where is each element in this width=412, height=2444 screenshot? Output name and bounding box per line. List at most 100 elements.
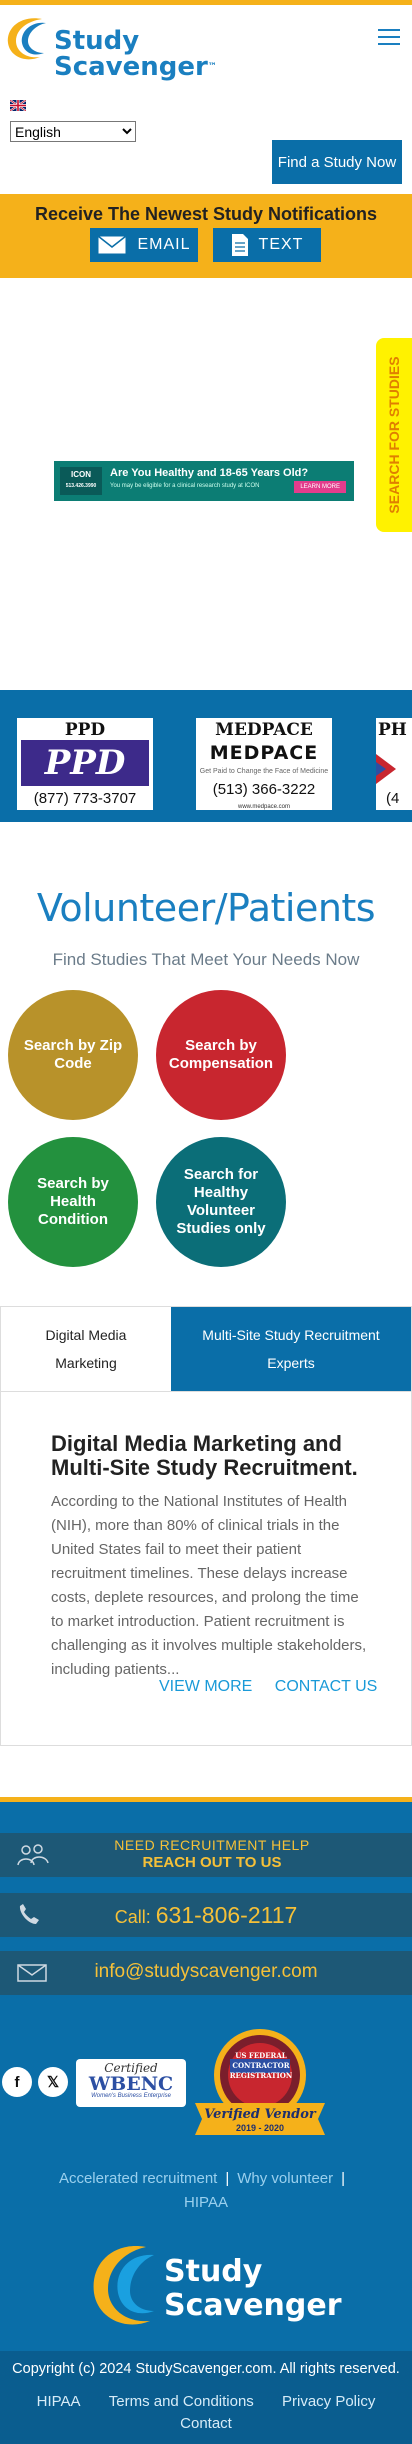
text-signup-label: TEXT xyxy=(258,236,304,253)
sponsor-phone: (877) 773-3707 xyxy=(33,790,137,807)
email-address: info@studyscavenger.com xyxy=(94,1961,318,1982)
ad-cta-button[interactable]: LEARN MORE xyxy=(294,481,346,493)
email-signup-button[interactable]: EMAIL xyxy=(90,228,198,262)
site-header: Study Scavenger™ xyxy=(0,5,412,85)
uk-flag-icon xyxy=(9,99,27,112)
sponsor-phone: (4 xyxy=(386,790,400,807)
badge-years-text: 2019 - 2020 xyxy=(235,2123,285,2133)
badge-top-text: US FEDERAL CONTRACTOR REGISTRATION xyxy=(229,2051,293,2080)
contact-us-link[interactable]: CONTACT US xyxy=(274,1678,378,1695)
sponsor-tagline: Get Paid to Change the Face of Medicine xyxy=(199,768,329,775)
tab-label: Digital Media Marketing xyxy=(45,1327,127,1371)
call-text: Call: 631-806-2117 xyxy=(0,1902,412,1929)
vendor-seal-icon xyxy=(195,2029,325,2135)
legal-links: HIPAA Terms and Conditions Privacy Polic… xyxy=(0,2393,412,2410)
hamburger-icon[interactable] xyxy=(378,29,400,47)
tab-digital-media[interactable]: Digital Media Marketing xyxy=(1,1307,171,1391)
wbenc-mark: WBENC xyxy=(88,2073,174,2095)
envelope-icon xyxy=(97,235,127,255)
ad-subtext: You may be eligible for a clinical resea… xyxy=(110,483,260,489)
search-for-studies-tab[interactable]: SEARCH FOR STUDIES xyxy=(376,338,412,532)
copyright-text: Copyright (c) 2024 StudyScavenger.com. A… xyxy=(12,2361,400,2377)
view-more-link[interactable]: VIEW MORE xyxy=(159,1678,253,1695)
tab-multi-site[interactable]: Multi-Site Study Recruitment Experts xyxy=(171,1307,411,1391)
legal-link-hipaa[interactable]: HIPAA xyxy=(36,2393,81,2410)
sponsor-name: PH xyxy=(378,720,407,740)
legal-link-privacy[interactable]: Privacy Policy xyxy=(281,2393,376,2410)
sponsor-url: www.medpace.com xyxy=(237,804,291,810)
language-select[interactable]: English xyxy=(10,121,136,142)
site-logo[interactable]: Study Scavenger™ xyxy=(2,13,217,83)
legal-link-terms[interactable]: Terms and Conditions xyxy=(108,2393,254,2410)
site-footer: NEED RECRUITMENT HELP REACH OUT TO US Ca… xyxy=(0,1797,412,2444)
phone-number[interactable]: 631-806-2117 xyxy=(155,1902,298,1928)
need-help-text: NEED RECRUITMENT HELP xyxy=(114,1837,310,1853)
link-separator: | xyxy=(225,2170,230,2187)
reach-out-text: REACH OUT TO US xyxy=(142,1854,282,1871)
logo-line-1: Study xyxy=(54,26,140,56)
logo-swoosh-icon xyxy=(7,18,46,60)
panel-links: VIEW MORE CONTACT US xyxy=(159,1678,395,1696)
ppd-logo: PPD xyxy=(21,740,149,786)
contact-link[interactable]: Contact xyxy=(180,2415,232,2432)
footer-accent-bar xyxy=(0,1797,412,1802)
facebook-icon[interactable]: f xyxy=(2,2067,32,2097)
top-accent-bar xyxy=(0,0,412,5)
services-tabs: Digital Media Marketing Multi-Site Study… xyxy=(0,1306,412,1392)
recruitment-help-bar[interactable]: NEED RECRUITMENT HELP REACH OUT TO US xyxy=(0,1833,412,1877)
call-bar[interactable]: Call: 631-806-2117 xyxy=(0,1893,412,1937)
search-for-studies-label: SEARCH FOR STUDIES xyxy=(386,356,402,514)
badge-ribbon-text: Verified Vendor xyxy=(204,2107,316,2122)
logo-line-2: Scavenger xyxy=(54,52,208,82)
ad-logo: ICON 513.426.3990 xyxy=(60,467,102,495)
phone-icon xyxy=(19,1904,39,1924)
email-signup-label: EMAIL xyxy=(137,236,191,253)
email-bar[interactable]: info@studyscavenger.com xyxy=(0,1951,412,1995)
ad-brand: ICON xyxy=(71,470,91,479)
people-icon xyxy=(17,1844,49,1866)
tab-label: Multi-Site Study Recruitment Experts xyxy=(202,1327,380,1371)
sponsor-card-partial[interactable]: PH (4 xyxy=(376,718,412,810)
verified-vendor-badge: US FEDERAL CONTRACTOR REGISTRATION Verif… xyxy=(190,2023,330,2143)
search-by-compensation-button[interactable]: Search by Compensation xyxy=(156,990,286,1120)
language-selector: English xyxy=(9,99,136,142)
sponsor-name: PPD xyxy=(64,720,106,740)
search-healthy-volunteer-button[interactable]: Search for Healthy Volunteer Studies onl… xyxy=(156,1137,286,1267)
sponsor-carousel: PPD PPD (877) 773-3707 MEDPACE MEDPACE G… xyxy=(0,690,412,822)
call-label: Call: xyxy=(114,1907,151,1927)
medpace-logo: MEDPACE xyxy=(209,742,319,764)
ad-phone: 513.426.3990 xyxy=(65,483,97,489)
tab-panel: Digital Media Marketing and Multi-Site S… xyxy=(0,1392,412,1746)
logo-swoosh-icon xyxy=(93,2246,154,2325)
text-signup-button[interactable]: TEXT xyxy=(213,228,321,262)
envelope-icon xyxy=(17,1964,47,1982)
footer-logo[interactable]: Study Scavenger xyxy=(84,2237,342,2337)
wbenc-sub: Women's Business Enterprise xyxy=(91,2093,171,2099)
panel-body: According to the National Institutes of … xyxy=(51,1493,367,1678)
sponsor-card-ppd[interactable]: PPD PPD (877) 773-3707 xyxy=(17,718,153,810)
copyright-bar: Copyright (c) 2024 StudyScavenger.com. A… xyxy=(0,2351,412,2444)
link-separator: | xyxy=(341,2170,346,2187)
wbenc-badge: Certified WBENC Women's Business Enterpr… xyxy=(76,2059,186,2107)
footer-logo-line-1: Study xyxy=(164,2254,263,2289)
sponsor-phone: (513) 366-3222 xyxy=(212,781,316,798)
x-twitter-icon[interactable]: 𝕏 xyxy=(38,2067,68,2097)
footer-links: Accelerated recruitment | Why volunteer | H… xyxy=(0,2167,412,2215)
search-by-zip-button[interactable]: Search by Zip Code xyxy=(8,990,138,1120)
footer-link-hipaa[interactable]: HIPAA xyxy=(184,2194,228,2211)
volunteer-subtitle: Find Studies That Meet Your Needs Now xyxy=(52,950,360,969)
document-icon xyxy=(231,234,248,256)
footer-link-why-volunteer[interactable]: Why volunteer xyxy=(237,2170,334,2187)
panel-heading: Digital Media Marketing and Multi-Site S… xyxy=(51,1431,358,1480)
ad-banner[interactable]: ICON 513.426.3990 Are You Healthy and 18… xyxy=(54,461,354,501)
sponsor-name: MEDPACE xyxy=(215,720,313,740)
sponsor-card-medpace[interactable]: MEDPACE MEDPACE Get Paid to Change the F… xyxy=(196,718,332,810)
footer-logo-line-2: Scavenger xyxy=(164,2288,342,2323)
footer-logo-wordmark: Study Scavenger xyxy=(164,2255,342,2323)
sponsor-logo-icon xyxy=(376,754,396,784)
find-study-button[interactable]: Find a Study Now xyxy=(272,140,402,184)
search-by-condition-button[interactable]: Search by Health Condition xyxy=(8,1137,138,1267)
ad-headline: Are You Healthy and 18-65 Years Old? xyxy=(110,467,309,479)
volunteer-title: Volunteer/Patients xyxy=(36,886,376,930)
footer-link-accelerated[interactable]: Accelerated recruitment xyxy=(58,2170,218,2187)
